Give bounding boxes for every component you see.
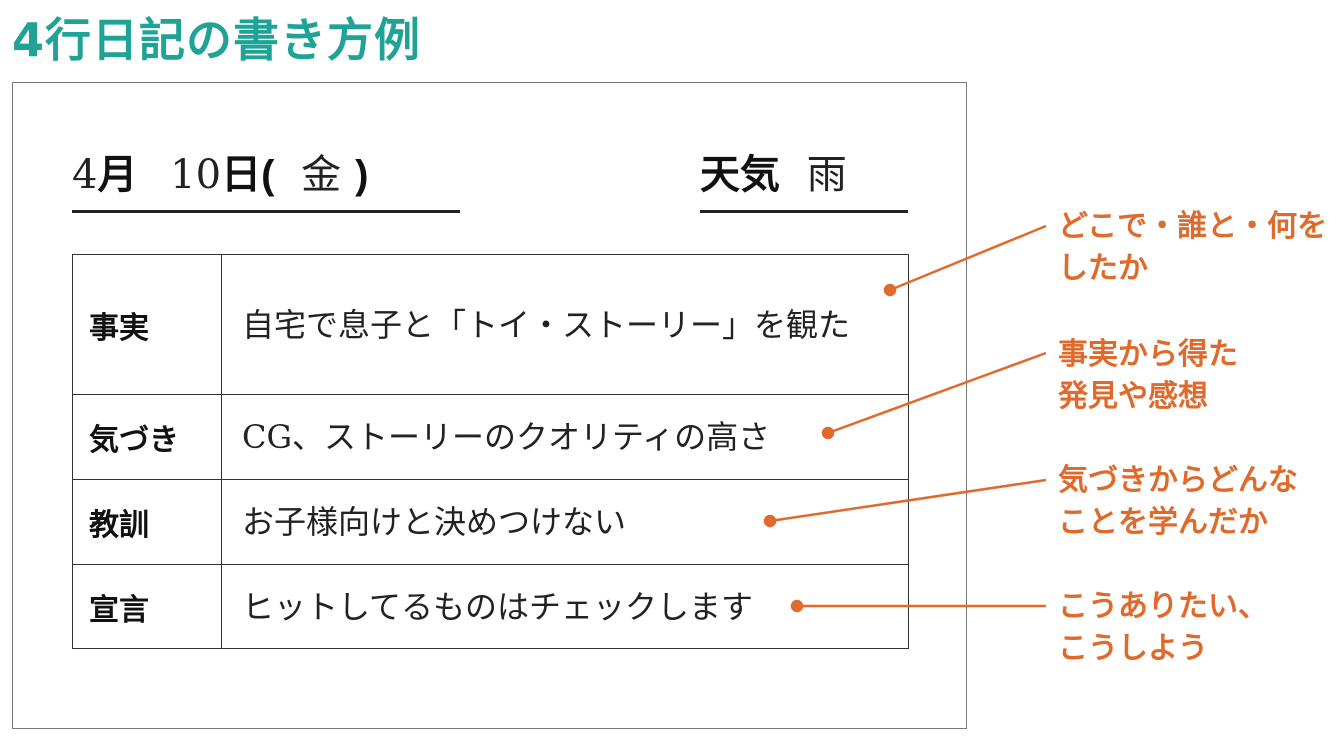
weekday-open: ( <box>261 153 275 197</box>
table-row: 事実自宅で息子と「トイ・ストーリー」を観た <box>72 254 909 395</box>
row-text: ヒットしてるものはチェックします <box>221 564 909 649</box>
page-title: 4行日記の書き方例 <box>12 13 422 67</box>
leader-dot <box>763 514 777 528</box>
row-label: 宣言 <box>72 564 222 649</box>
annotation-line: ことを学んだか <box>1058 505 1268 540</box>
day-unit: 日 <box>221 153 262 197</box>
annotation-line: こうしよう <box>1058 631 1208 666</box>
diary-card <box>12 82 967 729</box>
month-value: 4 <box>72 152 98 198</box>
leader-dot <box>821 426 835 440</box>
day-value: 10 <box>170 152 222 198</box>
row-text: お子様向けと決めつけない <box>221 479 909 565</box>
annotation-declaration: こうありたい、こうしよう <box>1058 586 1268 670</box>
row-text: 自宅で息子と「トイ・ストーリー」を観た <box>221 254 909 395</box>
row-label: 事実 <box>72 254 222 395</box>
row-label: 教訓 <box>72 479 222 565</box>
month-unit: 月 <box>97 153 138 197</box>
leader-dot <box>883 283 897 297</box>
weather-label: 天気 <box>700 153 780 197</box>
annotation-line: したか <box>1058 251 1148 286</box>
leader-dot <box>790 599 804 613</box>
annotation-line: 事実から得た <box>1058 337 1238 372</box>
weather-value: 雨 <box>806 152 847 198</box>
annotation-insight: 事実から得た発見や感想 <box>1058 334 1238 418</box>
annotation-lesson: 気づきからどんなことを学んだか <box>1058 460 1298 544</box>
annotation-line: どこで・誰と・何を <box>1058 209 1328 244</box>
weekday-value: 金 <box>301 152 342 198</box>
table-row: 宣言ヒットしてるものはチェックします <box>72 564 909 649</box>
leader-line <box>769 478 1047 523</box>
annotation-line: こうありたい、 <box>1058 589 1268 624</box>
date-field: 4月 10日( 金) <box>72 142 460 213</box>
annotation-line: 発見や感想 <box>1058 379 1208 414</box>
annotation-line: 気づきからどんな <box>1058 463 1298 498</box>
table-row: 教訓お子様向けと決めつけない <box>72 479 909 565</box>
weekday-close: ) <box>355 153 369 197</box>
leader-line <box>827 351 1047 435</box>
leader-line <box>889 224 1047 292</box>
weather-field: 天気 雨 <box>700 142 908 213</box>
annotation-fact: どこで・誰と・何をしたか <box>1058 206 1327 290</box>
row-text: CG、ストーリーのクオリティの高さ <box>221 394 909 480</box>
